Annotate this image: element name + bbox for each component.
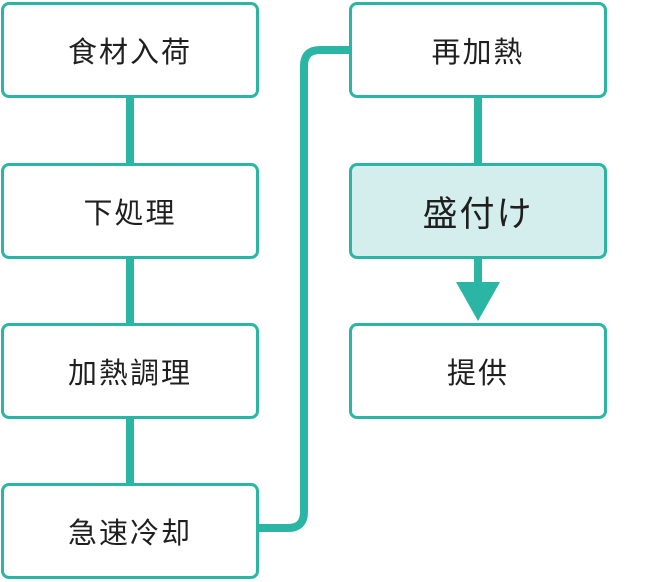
step-label: 下処理: [83, 196, 177, 230]
step-shokuzai-nyuka: 食材入荷: [1, 2, 259, 98]
step-teikyo: 提供: [349, 323, 607, 419]
arrow-head-down-icon: [456, 282, 500, 321]
step-label: 急速冷却: [67, 516, 192, 550]
step-label: 盛付け: [422, 194, 534, 235]
step-label: 再加熱: [431, 35, 525, 69]
step-label: 加熱調理: [67, 356, 192, 390]
step-kyusoku-reikyaku: 急速冷却: [1, 483, 259, 579]
step-label: 提供: [446, 356, 509, 390]
step-saikanetsu: 再加熱: [349, 2, 607, 98]
step-shitashori: 下処理: [1, 163, 259, 259]
step-kanetsu-chori: 加熱調理: [1, 323, 259, 419]
step-moritsuke-highlighted: 盛付け: [349, 163, 607, 259]
step-label: 食材入荷: [67, 35, 192, 69]
connector-reikyaku-saikanetsu: [259, 46, 349, 532]
